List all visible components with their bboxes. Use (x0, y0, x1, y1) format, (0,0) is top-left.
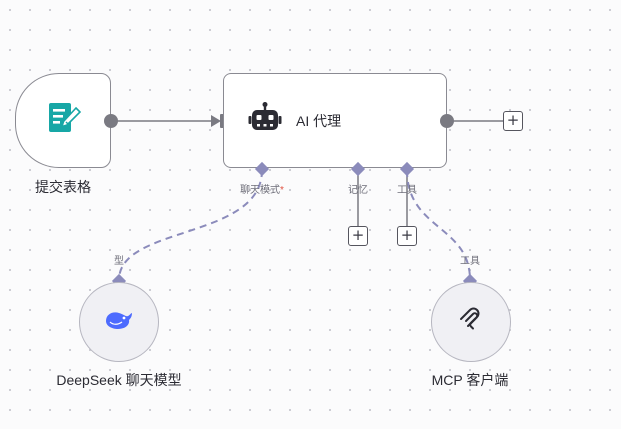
agent-output-port[interactable] (440, 114, 454, 128)
robot-icon (248, 101, 282, 140)
required-marker: * (280, 185, 284, 196)
memory-port-label: 记忆 (348, 185, 368, 196)
deepseek-whale-icon (104, 308, 134, 337)
mcp-port-label: 工具 (460, 256, 480, 267)
form-trigger-node[interactable] (15, 73, 111, 168)
chat-model-port-label: 聊天模式* (240, 185, 284, 196)
trigger-output-port[interactable] (104, 114, 118, 128)
ai-agent-node[interactable]: AI 代理 (223, 73, 447, 168)
tools-port-label: 工具 (397, 185, 417, 196)
mcp-icon (458, 307, 484, 338)
add-memory-button[interactable]: + (348, 226, 368, 246)
agent-title: AI 代理 (296, 112, 342, 129)
deepseek-chat-model-node[interactable] (79, 282, 159, 362)
add-next-node-button[interactable]: + (503, 111, 523, 131)
mcp-node-label: MCP 客户端 (431, 372, 509, 388)
deepseek-port-label: 型 (114, 256, 124, 267)
add-tool-button[interactable]: + (397, 226, 417, 246)
form-icon (45, 100, 82, 141)
mcp-client-node[interactable] (431, 282, 511, 362)
deepseek-node-label: DeepSeek 聊天模型 (56, 372, 182, 388)
trigger-node-label: 提交表格 (35, 179, 91, 195)
